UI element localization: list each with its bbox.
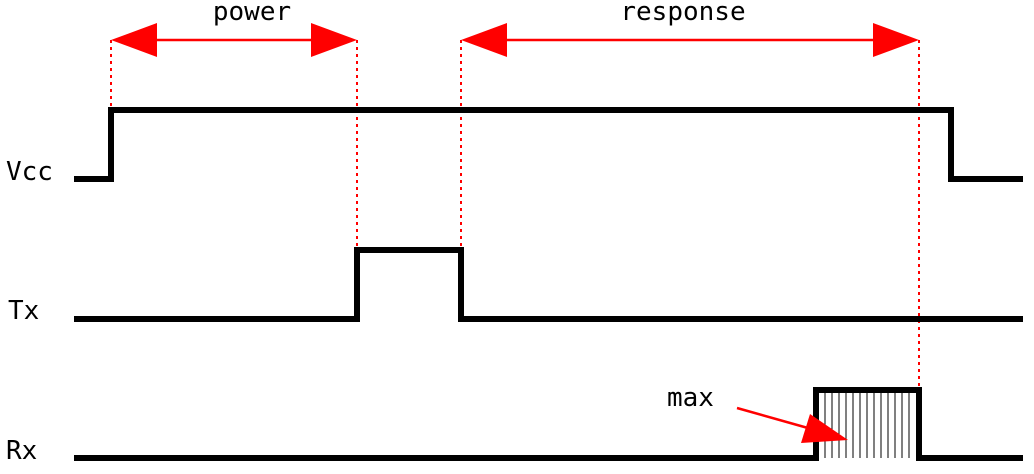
vcc-waveform bbox=[74, 107, 1023, 182]
response-dimension-arrow bbox=[461, 23, 919, 57]
max-arrow bbox=[736, 406, 848, 443]
rx-signal-label: Rx bbox=[6, 436, 37, 466]
power-label: power bbox=[213, 0, 291, 27]
vcc-signal-label: Vcc bbox=[6, 157, 53, 187]
power-dimension-arrow bbox=[111, 23, 357, 57]
tx-waveform bbox=[74, 247, 1023, 322]
max-label: max bbox=[667, 383, 714, 413]
rx-waveform bbox=[74, 387, 1023, 461]
rx-uncertainty-hatch bbox=[824, 390, 910, 458]
tx-signal-label: Tx bbox=[8, 296, 39, 326]
response-label: response bbox=[620, 0, 745, 27]
